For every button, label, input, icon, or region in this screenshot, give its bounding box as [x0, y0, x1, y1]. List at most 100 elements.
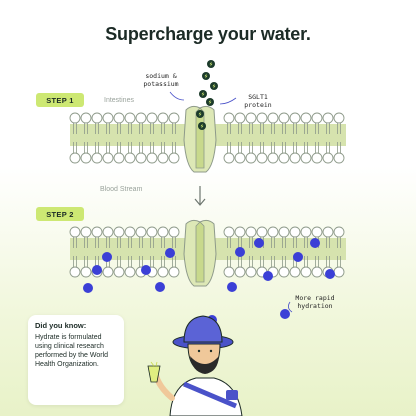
- lipid-head: [113, 112, 125, 124]
- lipid-head: [333, 266, 345, 278]
- lipid-head: [223, 226, 235, 238]
- lipid-head: [278, 152, 290, 164]
- water-molecule: [310, 238, 320, 248]
- person-illustration: [147, 315, 243, 416]
- lipid-head: [223, 266, 235, 278]
- lipid-head: [91, 226, 103, 238]
- lightning-icon: [201, 91, 205, 97]
- did-you-know-title: Did you know:: [35, 321, 87, 330]
- lipid-head: [157, 226, 169, 238]
- lipid-head: [124, 152, 136, 164]
- lipid-head: [333, 226, 345, 238]
- lipid-head: [124, 112, 136, 124]
- lipid-head: [157, 112, 169, 124]
- lipid-head: [168, 112, 180, 124]
- lipid-head: [234, 266, 246, 278]
- lipid-head: [69, 266, 81, 278]
- water-molecule: [102, 252, 112, 262]
- lipid-head: [80, 152, 92, 164]
- rapid-pointer: [288, 301, 293, 313]
- lipid-head: [135, 226, 147, 238]
- arrow-down-icon: [194, 186, 206, 206]
- lipid-head: [102, 112, 114, 124]
- lipid-head: [69, 112, 81, 124]
- lipid-head: [300, 152, 312, 164]
- lipid-head: [278, 266, 290, 278]
- sodium-potassium-annotation: sodium & potassium: [136, 72, 186, 88]
- membrane-step-2: [69, 219, 346, 287]
- water-molecule: [235, 247, 245, 257]
- water-molecule: [141, 265, 151, 275]
- lipid-head: [300, 266, 312, 278]
- hydration-line: hydration: [297, 302, 333, 310]
- lipid-head: [322, 152, 334, 164]
- lipid-head: [267, 226, 279, 238]
- lipid-head: [289, 226, 301, 238]
- intestines-label: Intestines: [104, 97, 134, 104]
- did-you-know-body: Hydrate is formulated using clinical res…: [35, 334, 109, 368]
- lightning-icon: [212, 83, 216, 89]
- water-molecule: [155, 282, 165, 292]
- lipid-head: [245, 152, 257, 164]
- lipid-head: [102, 226, 114, 238]
- lipid-head: [278, 112, 290, 124]
- lipid-head: [69, 226, 81, 238]
- sglt-line: SGLT1: [248, 93, 268, 101]
- lipid-head: [223, 112, 235, 124]
- protein-channel-2: [195, 221, 205, 283]
- lipid-head: [289, 152, 301, 164]
- protein-line: protein: [244, 101, 272, 109]
- lipid-head: [146, 226, 158, 238]
- rapid-line: More rapid: [295, 294, 335, 302]
- lipid-head: [69, 152, 81, 164]
- lipid-head: [113, 152, 125, 164]
- membrane-step-1: [69, 105, 346, 173]
- lipid-head: [311, 266, 323, 278]
- lipid-head: [245, 226, 257, 238]
- lipid-head: [256, 226, 268, 238]
- lipid-head: [311, 112, 323, 124]
- lipid-head: [124, 226, 136, 238]
- lipid-head: [300, 226, 312, 238]
- water-molecule: [293, 252, 303, 262]
- step-1-badge: STEP 1: [36, 93, 84, 107]
- water-molecule: [254, 238, 264, 248]
- lipid-head: [80, 226, 92, 238]
- lipid-head: [168, 152, 180, 164]
- lipid-head: [289, 112, 301, 124]
- water-molecule: [92, 265, 102, 275]
- lipid-head: [135, 152, 147, 164]
- lightning-icon: [198, 111, 202, 117]
- sglt1-annotation: SGLT1 protein: [238, 93, 278, 109]
- sodium-pointer: [169, 91, 185, 101]
- lipid-head: [80, 266, 92, 278]
- lightning-icon: [209, 61, 213, 67]
- lightning-icon: [208, 99, 212, 105]
- lipid-head: [333, 152, 345, 164]
- water-molecule: [325, 269, 335, 279]
- lipid-head: [311, 152, 323, 164]
- water-molecule: [280, 309, 290, 319]
- lipid-head: [234, 112, 246, 124]
- lipid-head: [234, 152, 246, 164]
- lipids-step-2: [69, 226, 345, 278]
- lipid-head: [135, 112, 147, 124]
- lipid-head: [102, 266, 114, 278]
- blood-stream-label: Blood Stream: [100, 186, 143, 193]
- lipid-head: [146, 112, 158, 124]
- sodium-line: sodium &: [145, 72, 177, 80]
- water-molecule: [227, 282, 237, 292]
- lipid-head: [124, 266, 136, 278]
- lipid-head: [234, 226, 246, 238]
- lipid-head: [102, 152, 114, 164]
- lipids-step-1: [69, 112, 345, 164]
- lipid-head: [245, 266, 257, 278]
- lipid-head: [256, 152, 268, 164]
- step-2-badge: STEP 2: [36, 207, 84, 221]
- page-title: Supercharge your water.: [105, 24, 311, 44]
- lipid-head: [278, 226, 290, 238]
- lipid-head: [256, 112, 268, 124]
- lipid-head: [311, 226, 323, 238]
- lipid-head: [223, 152, 235, 164]
- lipid-head: [267, 112, 279, 124]
